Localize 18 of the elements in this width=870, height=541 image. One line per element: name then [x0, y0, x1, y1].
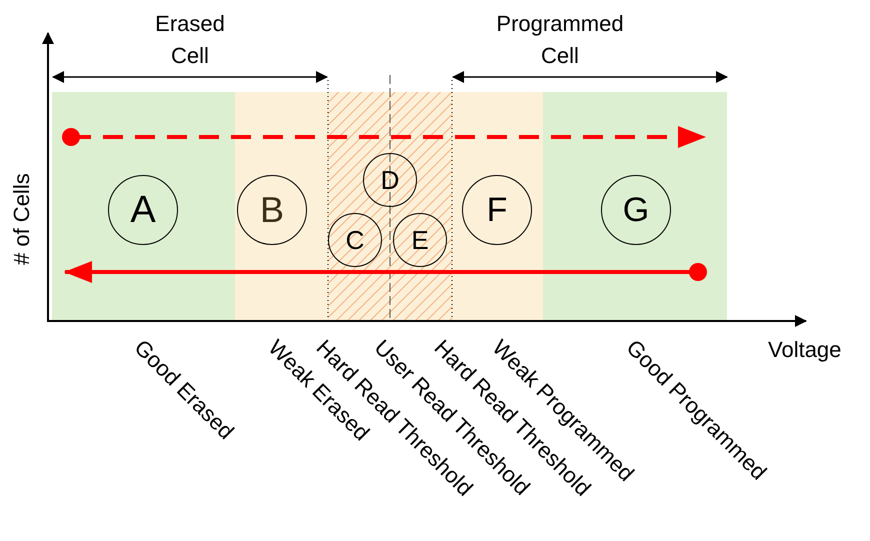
- zone-circle: [462, 175, 532, 245]
- axis-label: Voltage: [768, 336, 842, 364]
- zone-circle: [363, 153, 417, 207]
- zone-letter: C: [346, 224, 364, 256]
- zone-letter: A: [130, 188, 156, 232]
- zone-letter: E: [411, 224, 429, 256]
- zone-circle: [237, 175, 307, 245]
- zone-letter: F: [486, 190, 508, 230]
- region-label: Programmed Cell: [495, 10, 625, 70]
- zone-circle: [601, 175, 671, 245]
- zone-circle: [328, 213, 382, 267]
- axis-label: # of Cells: [8, 173, 35, 265]
- zone-letter: D: [380, 164, 400, 196]
- zone-letter: G: [622, 190, 650, 230]
- zone-circle: [393, 213, 447, 267]
- region-label: Erased Cell: [154, 10, 226, 70]
- zone-circle: [108, 175, 178, 245]
- zone-letter: B: [260, 189, 284, 231]
